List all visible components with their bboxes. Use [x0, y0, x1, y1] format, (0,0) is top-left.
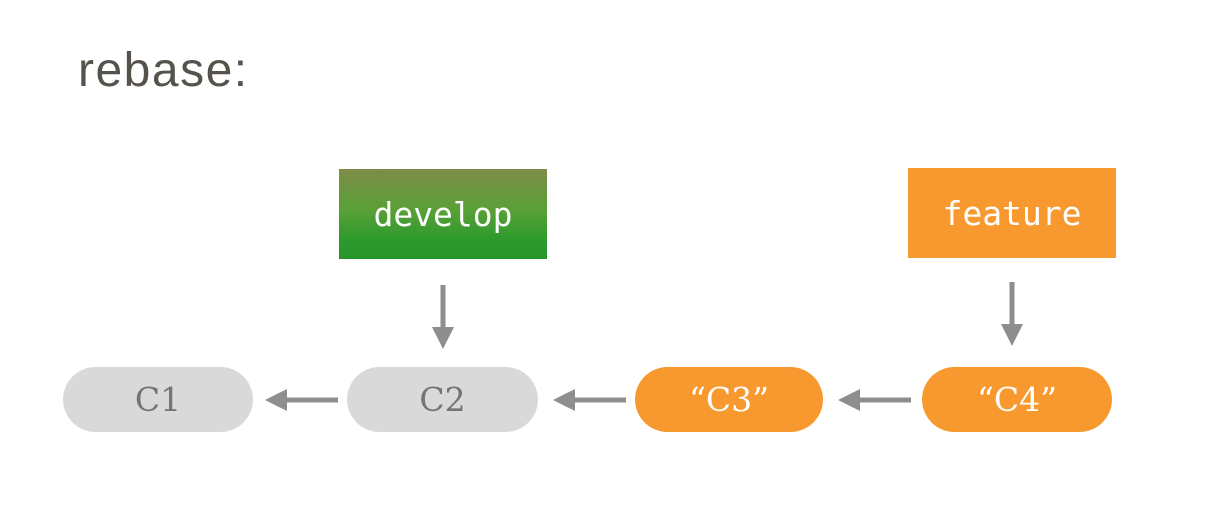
arrow-left-c2-to-c1-icon — [265, 389, 338, 411]
branch-label-feature-text: feature — [942, 193, 1082, 233]
commit-node-c1: C1 — [63, 367, 253, 432]
commit-node-c3: “C3” — [635, 367, 823, 432]
arrow-down-feature-to-c4-icon — [1001, 282, 1023, 346]
arrow-left-c3-to-c2-icon — [553, 389, 626, 411]
commit-label-c3: “C3” — [689, 380, 769, 419]
diagram-title: rebase: — [78, 44, 249, 97]
commit-node-c4: “C4” — [922, 367, 1112, 432]
branch-label-feature: feature — [908, 168, 1116, 258]
branch-label-develop-text: develop — [373, 194, 513, 234]
branch-label-develop: develop — [339, 169, 547, 259]
commit-node-c2: C2 — [347, 367, 538, 432]
arrow-left-c4-to-c3-icon — [838, 389, 911, 411]
commit-label-c1: C1 — [134, 380, 182, 419]
arrow-down-develop-to-c2-icon — [432, 285, 454, 349]
commit-label-c4: “C4” — [977, 380, 1057, 419]
commit-label-c2: C2 — [419, 380, 466, 419]
